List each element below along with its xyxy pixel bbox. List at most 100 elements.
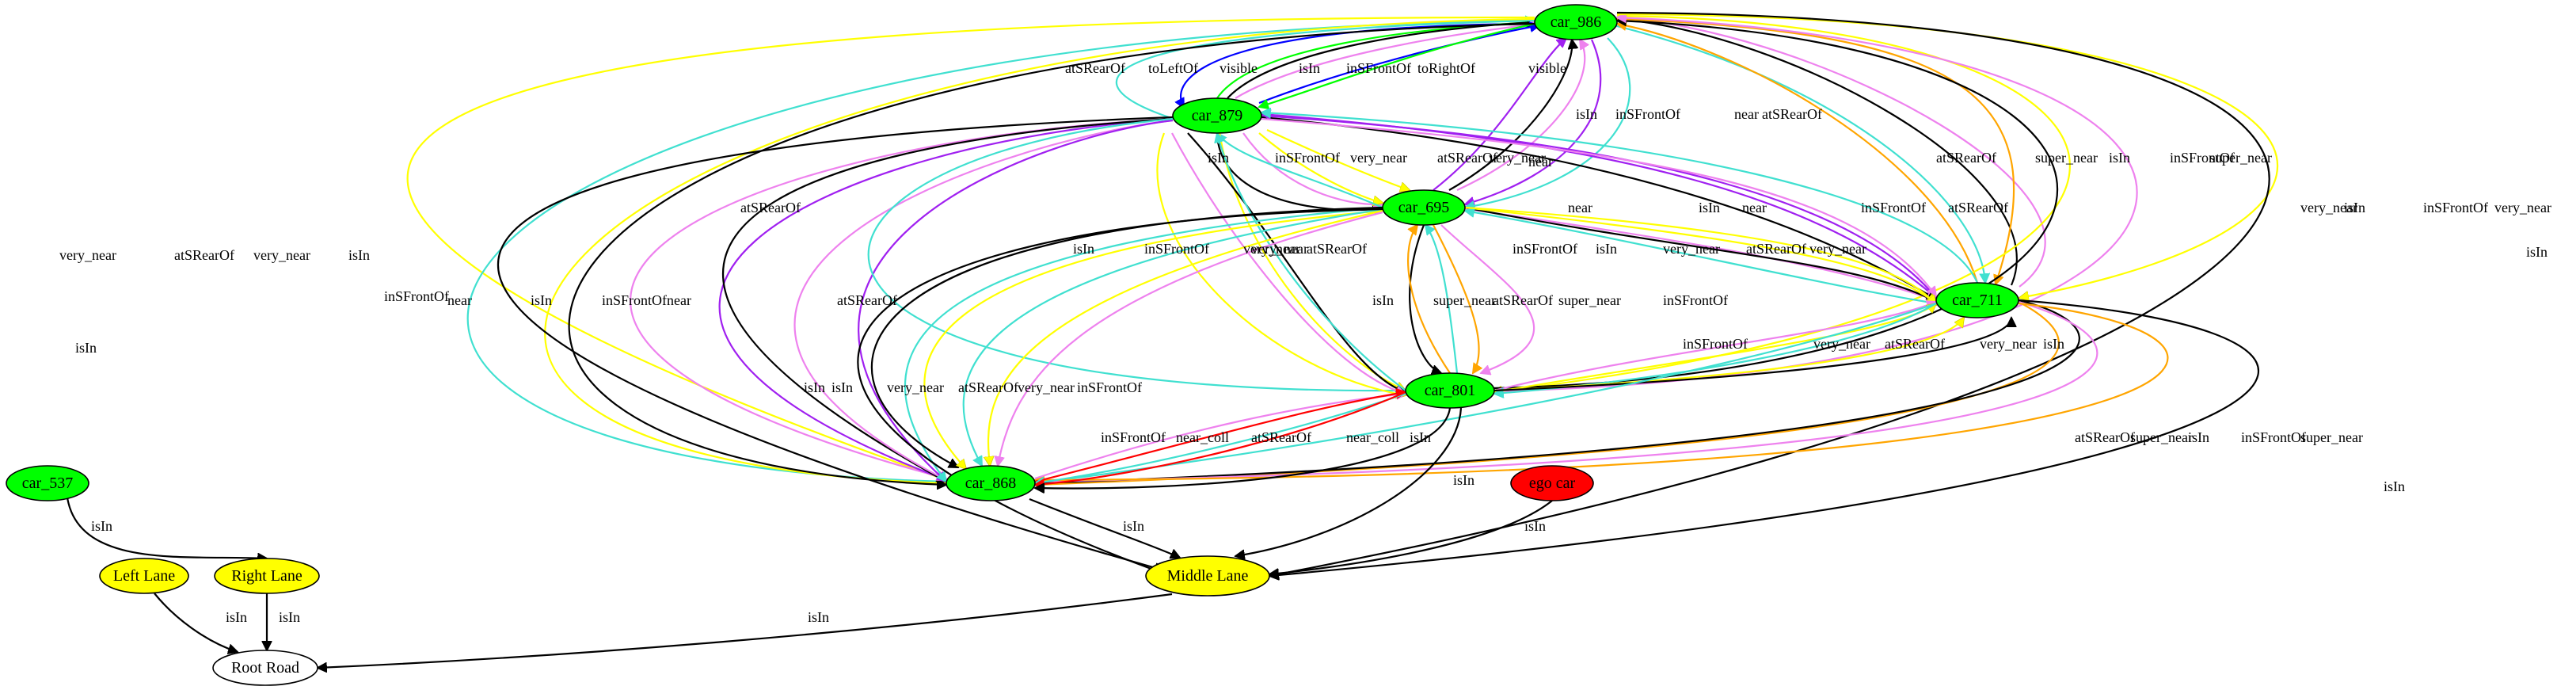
edge-car_801-car_711-isIn (1493, 318, 2011, 392)
edge-car_711-car_868-atSRearOf (1035, 302, 1937, 483)
edge-label: atSRearOf (740, 200, 801, 215)
edge-car_879-car_801-very_near (1156, 132, 1406, 395)
node-shape (1145, 555, 1270, 597)
edge-label: atSRearOf (837, 292, 897, 308)
edge-car_711-car_868-super_near (1035, 301, 2060, 485)
edge-label: visible (1220, 60, 1258, 76)
node-label: Middle Lane (1167, 567, 1249, 585)
edge-label: isIn (279, 609, 300, 625)
node-ego-car: ego car (1510, 465, 1594, 501)
edge-label: very_near (2494, 200, 2551, 215)
node-shape (212, 650, 318, 686)
edge-car_879-car_986-atSRearOf (1115, 21, 1535, 120)
node-car-537: car_537 (6, 465, 89, 501)
edge-label: atSRearOf (1746, 241, 1806, 257)
edge-car_801-car_868-atSRearOf (1035, 392, 1406, 483)
edge-label: isIn (226, 609, 247, 625)
edge-car_801-car_868-isIn (1035, 407, 1452, 488)
edge-car_711-car_879-atSRearOf (1261, 112, 1979, 284)
edge-car_986-car_711-atSRearOf (1607, 22, 1985, 283)
edge-label: very_near (1663, 241, 1720, 257)
edge-label: atSRearOf (1307, 241, 1367, 257)
edge-car_695-car_868-very_near (923, 209, 1383, 469)
edge-middle_lane-root_road-isIn (318, 593, 1173, 668)
edge-label: super_near (2130, 429, 2193, 445)
node-shape (1405, 372, 1495, 409)
edge-label: atSRearOf (1437, 150, 1497, 166)
node-shape (6, 465, 89, 501)
edge-car_695-car_868-atSRearOf (962, 208, 1383, 466)
node-shape (946, 465, 1036, 501)
edge-label: atSRearOf (174, 247, 234, 263)
edge-car_695-car_986-isIn (1448, 40, 1572, 191)
edge-label: inSFrontOf (1615, 106, 1680, 122)
edge-label: isIn (1596, 241, 1617, 257)
edge-car_695-car_801-inSFrontOf (1440, 224, 1535, 373)
edge-label: atSRearOf (1948, 200, 2008, 215)
edge-label: isIn (804, 379, 825, 395)
edge-label: isIn (1699, 200, 1720, 215)
node-car-986: car_986 (1534, 4, 1618, 40)
edge-car_879-car_868-near (718, 117, 1174, 480)
edge-label: very_near (1350, 150, 1407, 166)
edge-car_801-car_711-very_near (1493, 318, 1964, 392)
edge-label: inSFrontOf (2170, 150, 2235, 166)
edge-car_695-car_801-isIn (1409, 224, 1441, 373)
edge-car_711-car_868-super_near (1035, 302, 2169, 480)
edge-label: very_near (1018, 379, 1075, 395)
edge-label: very_near (1980, 336, 2037, 352)
edge-label: isIn (531, 292, 552, 308)
edge-label: very_near (2300, 200, 2357, 215)
edge-car_711-car_868-inSFrontOf (1035, 300, 2098, 482)
node-label: car_711 (1952, 292, 2003, 309)
edge-label: isIn (75, 340, 97, 356)
edge-label: inSFrontOf (1144, 241, 1209, 257)
node-label: Root Road (231, 659, 299, 677)
edge-label: inSFrontOf (384, 288, 449, 304)
edge-label: isIn (348, 247, 370, 263)
edge-label: very_near (59, 247, 116, 263)
node-root-road: Root Road (212, 650, 318, 686)
edge-label: isIn (2188, 429, 2209, 445)
edge-car_801-car_986-inSFrontOf (1492, 17, 2138, 393)
edge-label: near (1528, 154, 1553, 170)
edge-label: super_near (2209, 150, 2272, 166)
edge-label: near (1568, 200, 1592, 215)
edge-label: super_near (2035, 150, 2098, 166)
node-car-868: car_868 (946, 465, 1036, 501)
edge-label: atSRearOf (1762, 106, 1822, 122)
edge-label: near (1734, 106, 1759, 122)
node-label: ego car (1529, 475, 1576, 492)
node-label: car_986 (1551, 13, 1601, 31)
edge-car_986-middle_lane-isIn (1269, 11, 2270, 576)
node-shape (1382, 189, 1466, 226)
edge-car_711-car_986-super_near (1617, 24, 1979, 284)
edge-car_986-car_879-toLeftOf (1181, 22, 1535, 108)
edge-car_695-car_868-atSRearOf (904, 206, 1383, 482)
edge-left_lane-root_road-isIn (154, 593, 238, 652)
node-middle-lane: Middle Lane (1145, 555, 1270, 597)
node-left-lane: Left Lane (99, 558, 189, 594)
edges-layer (66, 11, 2279, 668)
edge-car_695-car_868-very_near (988, 209, 1383, 466)
edge-car_695-car_986-inSFrontOf (1456, 40, 1585, 191)
edge-label: very_near (887, 379, 944, 395)
edge-car_879-car_868-inSFrontOf (793, 119, 1174, 481)
edge-label: inSFrontOf (2423, 200, 2488, 215)
edge-label: isIn (1073, 241, 1094, 257)
edge-label: atSRearOf (2075, 429, 2135, 445)
edge-car_537-right_lane-isIn (66, 497, 267, 558)
edge-car_879-car_986-toRightOf (1258, 25, 1539, 105)
edge-car_695-car_711-isIn (1464, 206, 1936, 302)
edge-label: inSFrontOf (2241, 429, 2306, 445)
edge-label: isIn (808, 609, 829, 625)
edge-label: isIn (2043, 336, 2064, 352)
node-shape (99, 558, 189, 594)
node-shape (1172, 97, 1262, 134)
edge-label: very_near (1251, 241, 1308, 257)
edge-label: near_coll (1346, 429, 1399, 445)
edge-label: isIn (91, 518, 112, 534)
node-label: car_868 (965, 475, 1016, 492)
